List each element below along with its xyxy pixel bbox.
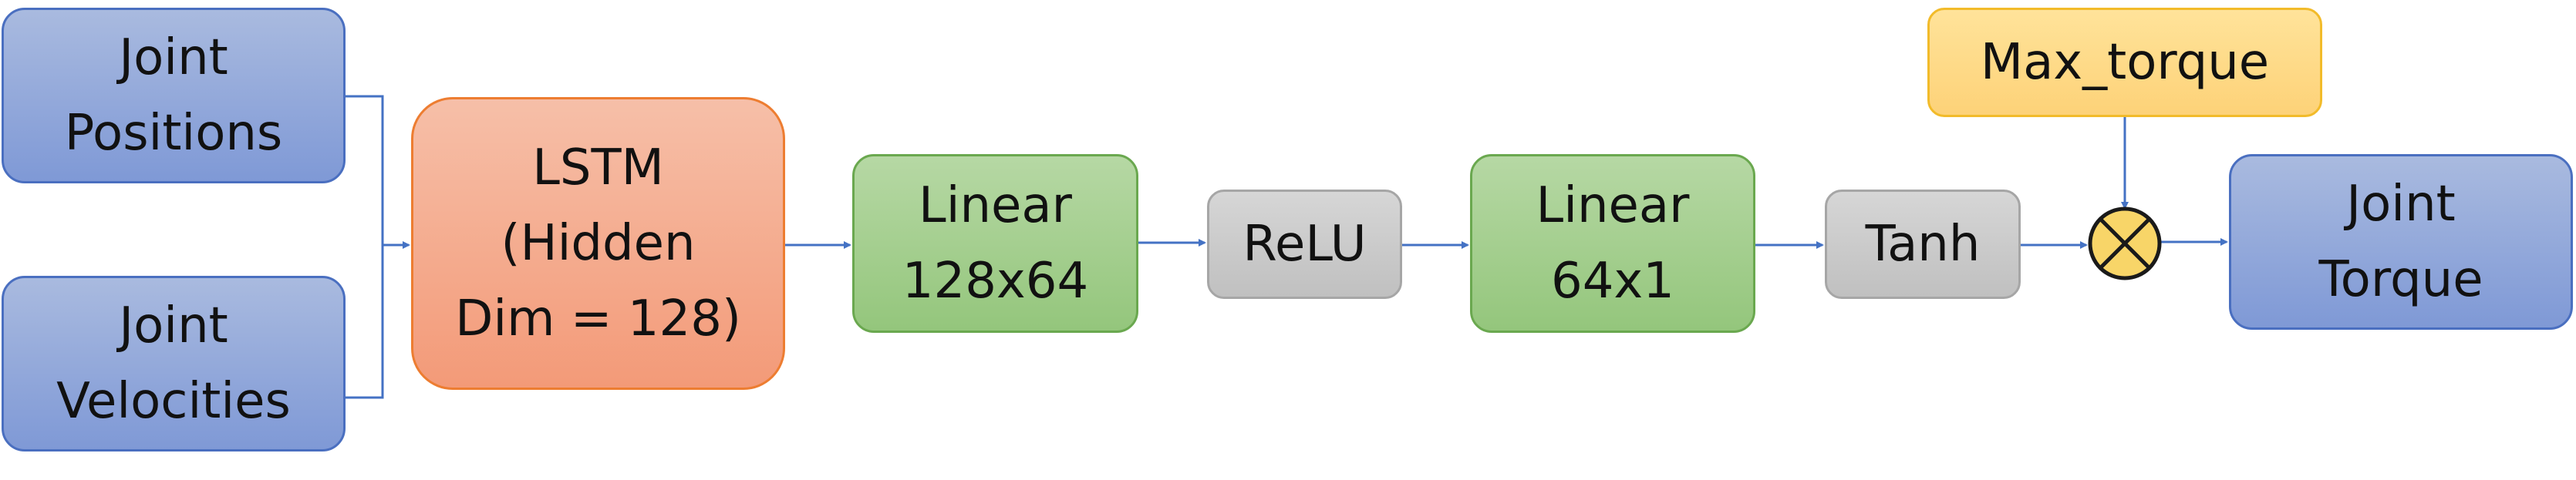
multiply-icon [2088,206,2162,280]
lstm-box: LSTM (Hidden Dim = 128) [411,97,785,390]
linear-64x1-box: Linear 64x1 [1470,154,1755,333]
joint-torque-box: Joint Torque [2229,154,2573,330]
joint-positions-box: Joint Positions [2,8,346,183]
joint-velocities-box: Joint Velocities [2,276,346,451]
linear-128x64-box: Linear 128x64 [852,154,1138,333]
max-torque-box: Max_torque [1927,8,2322,117]
tanh-box: Tanh [1825,190,2021,299]
connector-positions-bracket [346,95,384,399]
relu-box: ReLU [1207,190,1402,299]
